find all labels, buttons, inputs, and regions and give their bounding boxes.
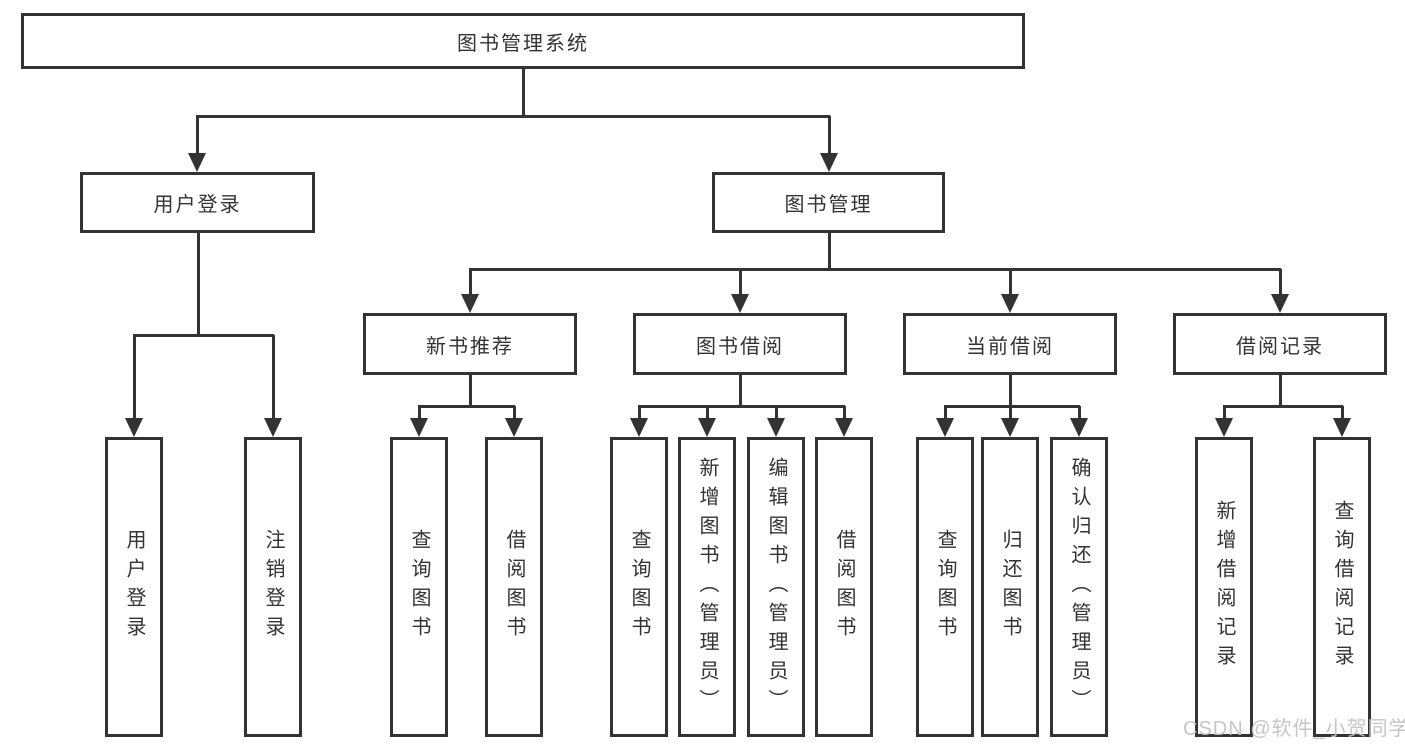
connector-user-login-stem (197, 233, 200, 336)
connector-book-management-split (469, 268, 1281, 271)
leaf-add-borrow-record-label: 新增借阅记录 (1213, 500, 1235, 674)
connector-root-split (196, 115, 830, 118)
leaf-borrow-books-borrowing-label: 借阅图书 (833, 529, 855, 645)
arrow-down-icon-borrowing-1 (638, 406, 641, 418)
arrow-down-icon-current-1 (944, 406, 947, 418)
csdn-watermark: CSDN @软件_小贺同学 (1183, 718, 1405, 740)
leaf-user-login: 用户登录 (105, 437, 163, 737)
connector-book-management-stem (828, 233, 831, 270)
node-book-borrowing: 图书借阅 (633, 313, 847, 375)
arrow-down-icon-to-current-borrowing (1009, 269, 1012, 294)
leaf-return-book-label: 归还图书 (999, 529, 1021, 645)
connector-recommend-stem (469, 375, 472, 407)
leaf-return-book: 归还图书 (981, 437, 1039, 737)
arrow-down-icon-to-book-management (828, 116, 831, 153)
arrow-down-icon-to-borrowing-records (1279, 269, 1282, 294)
connector-current-split (944, 405, 1080, 408)
leaf-user-login-label: 用户登录 (123, 529, 145, 645)
connector-root-stem (522, 69, 525, 117)
node-current-borrowing: 当前借阅 (903, 313, 1117, 375)
node-new-book-recommendation: 新书推荐 (363, 313, 577, 375)
leaf-logout: 注销登录 (244, 437, 302, 737)
arrow-down-icon-recommend-2 (513, 406, 516, 418)
arrow-down-icon-records-1 (1223, 406, 1226, 418)
leaf-query-books-borrowing: 查询图书 (610, 437, 668, 737)
leaf-query-borrow-record: 查询借阅记录 (1313, 437, 1371, 737)
leaf-query-books-recommend-label: 查询图书 (408, 529, 430, 645)
leaf-confirm-return-admin: 确认归还（管理员） (1050, 437, 1108, 737)
leaf-add-book-admin: 新增图书（管理员） (678, 437, 736, 737)
arrow-down-icon-to-user-login (196, 116, 199, 153)
leaf-borrow-books-borrowing: 借阅图书 (815, 437, 873, 737)
connector-user-login-split (133, 334, 274, 337)
leaf-borrow-books-recommend: 借阅图书 (485, 437, 543, 737)
arrow-down-icon-current-2 (1009, 406, 1012, 418)
arrow-down-icon-to-book-borrowing (739, 269, 742, 294)
leaf-confirm-return-admin-label: 确认归还（管理员） (1068, 456, 1090, 718)
leaf-add-borrow-record: 新增借阅记录 (1195, 437, 1253, 737)
leaf-edit-book-admin: 编辑图书（管理员） (747, 437, 805, 737)
leaf-borrow-books-recommend-label: 借阅图书 (503, 529, 525, 645)
connector-current-stem (1009, 375, 1012, 407)
leaf-query-books-borrowing-label: 查询图书 (628, 529, 650, 645)
arrow-down-icon-recommend-1 (418, 406, 421, 418)
leaf-add-book-admin-label: 新增图书（管理员） (696, 456, 718, 718)
connector-records-stem (1279, 375, 1282, 407)
connector-records-split (1223, 405, 1343, 408)
arrow-down-icon-current-3 (1078, 406, 1081, 418)
arrow-down-icon-to-leaf-user-login (133, 335, 136, 418)
arrow-down-icon-borrowing-2 (706, 406, 709, 418)
node-book-management-system: 图书管理系统 (21, 13, 1025, 69)
leaf-logout-label: 注销登录 (262, 529, 284, 645)
leaf-query-borrow-record-label: 查询借阅记录 (1331, 500, 1353, 674)
leaf-edit-book-admin-label: 编辑图书（管理员） (765, 456, 787, 718)
node-borrowing-records: 借阅记录 (1173, 313, 1387, 375)
arrow-down-icon-borrowing-4 (843, 406, 846, 418)
arrow-down-icon-to-leaf-logout (272, 335, 275, 418)
connector-borrowing-stem (739, 375, 742, 407)
arrow-down-icon-borrowing-3 (775, 406, 778, 418)
leaf-query-books-recommend: 查询图书 (390, 437, 448, 737)
node-user-login: 用户登录 (80, 172, 315, 233)
arrow-down-icon-records-2 (1341, 406, 1344, 418)
connector-borrowing-split (638, 405, 845, 408)
connector-recommend-split (418, 405, 515, 408)
arrow-down-icon-to-new-book-recommendation (469, 269, 472, 294)
leaf-query-books-current-label: 查询图书 (934, 529, 956, 645)
leaf-query-books-current: 查询图书 (916, 437, 974, 737)
node-book-management: 图书管理 (712, 172, 945, 233)
